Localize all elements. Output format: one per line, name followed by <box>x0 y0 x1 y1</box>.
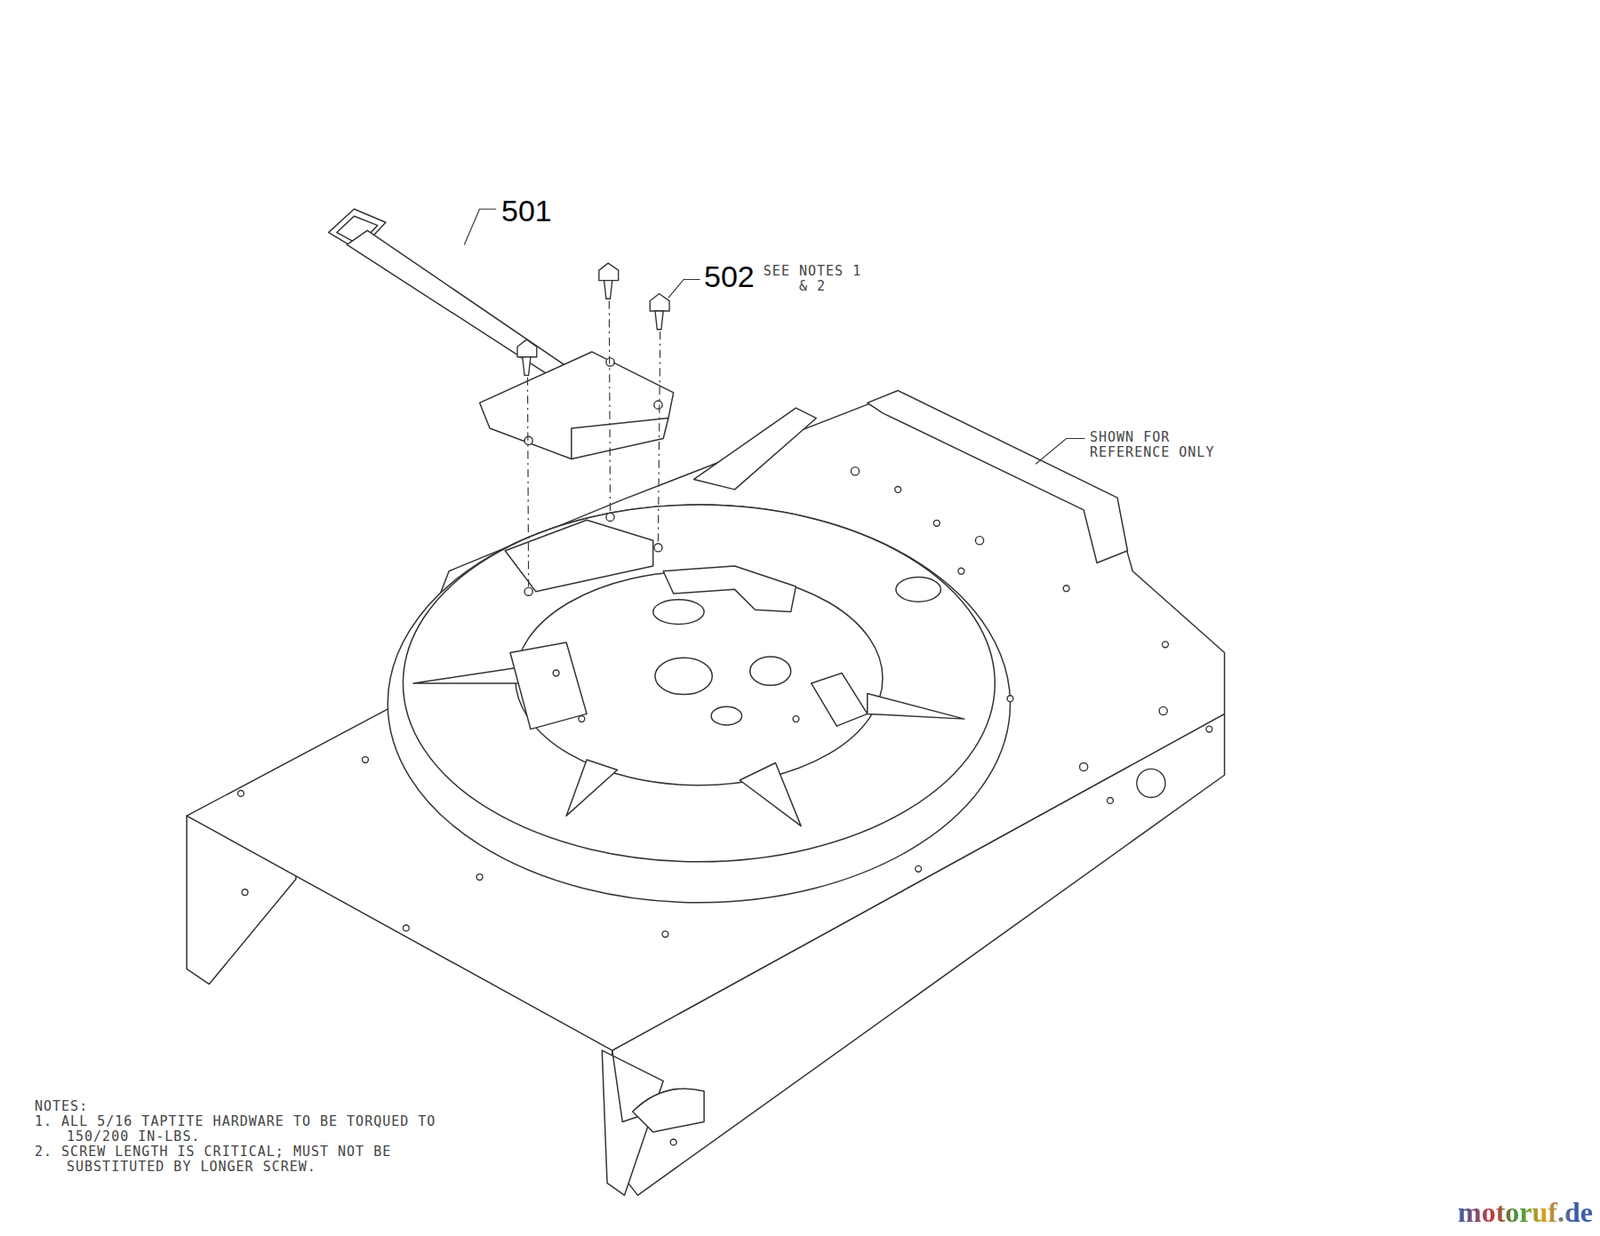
note-text: 1. ALL 5/16 TAPTITE HARDWARE TO BE TORQU… <box>34 1114 449 1145</box>
notes-heading: NOTES: <box>34 1099 88 1115</box>
note-reference: SEE NOTES 1 & 2 <box>762 264 863 295</box>
reference-note: SHOWN FOR REFERENCE ONLY <box>1089 430 1250 461</box>
note-text: 2. SCREW LENGTH IS CRITICAL; MUST NOT BE… <box>34 1144 449 1176</box>
callout-number: 502 <box>704 259 755 295</box>
watermark: motoruf.de <box>1457 1196 1593 1230</box>
callout-number: 501 <box>501 193 552 229</box>
